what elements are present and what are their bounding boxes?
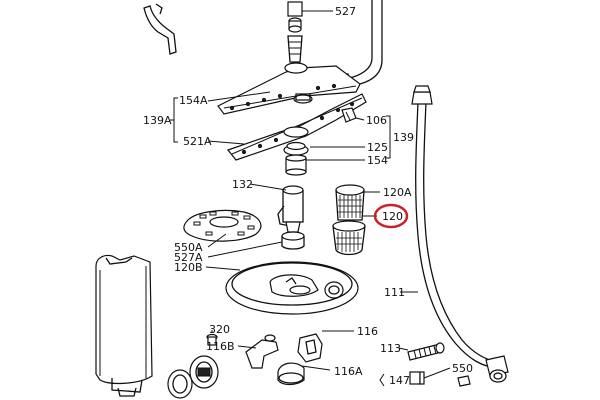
part-labels: 527 154A 139A 521A 106 139 125 154 132 1…: [143, 5, 473, 387]
label-550A: 550A: [174, 241, 203, 254]
label-154: 154: [367, 154, 388, 167]
leader-lines: [205, 10, 451, 379]
label-521A: 521A: [183, 135, 212, 148]
label-527A: 527A: [174, 251, 203, 264]
part-coupling-527A: [281, 231, 305, 250]
bracket-147: [379, 373, 385, 387]
part-cap-116A: [277, 362, 305, 386]
part-pump-ring: [167, 355, 219, 399]
label-527: 527: [335, 5, 356, 18]
label-116B: 116B: [206, 340, 235, 353]
part-slotted-disc-550A: [183, 209, 262, 242]
part-top-left-pipe: [143, 3, 177, 55]
label-120B: 120B: [174, 261, 203, 274]
part-fitting-550: [457, 355, 509, 387]
part-riser-132: [277, 185, 304, 233]
label-120A: 120A: [383, 186, 412, 199]
part-hub-washer: [293, 93, 313, 104]
label-125: 125: [367, 141, 388, 154]
label-106: 106: [366, 114, 387, 127]
label-120: 120: [382, 210, 403, 223]
part-threaded-113: [407, 342, 445, 361]
label-116: 116: [357, 325, 378, 338]
part-top-nut: [287, 1, 303, 63]
part-clip-106: [341, 107, 357, 123]
label-154A: 154A: [179, 94, 208, 107]
label-550: 550: [452, 362, 473, 375]
part-left-tank: [95, 254, 153, 397]
part-bolt-320: [206, 333, 218, 346]
bracket-139A: [170, 97, 178, 143]
label-147: 147: [389, 374, 410, 387]
part-sump-plate-120B: [225, 261, 359, 315]
part-lower-spray-arm: [227, 93, 367, 161]
part-block-147: [409, 371, 425, 385]
highlight-circle-120: [373, 203, 409, 229]
part-ring-125: [283, 141, 309, 156]
bracket-139: [386, 115, 391, 159]
part-filter-120: [332, 220, 366, 256]
label-320: 320: [209, 323, 230, 336]
label-111: 111: [384, 286, 405, 299]
part-filter-120A: [335, 184, 365, 221]
label-116A: 116A: [334, 365, 363, 378]
part-clip-116B: [245, 334, 279, 369]
label-139A: 139A: [143, 114, 172, 127]
part-valve-116: [297, 333, 323, 363]
label-139: 139: [393, 131, 414, 144]
part-upper-spray-arm: [217, 62, 361, 115]
label-132: 132: [232, 178, 253, 191]
part-hose-111: [411, 85, 499, 369]
part-nut-154: [285, 154, 307, 176]
label-113: 113: [380, 342, 401, 355]
